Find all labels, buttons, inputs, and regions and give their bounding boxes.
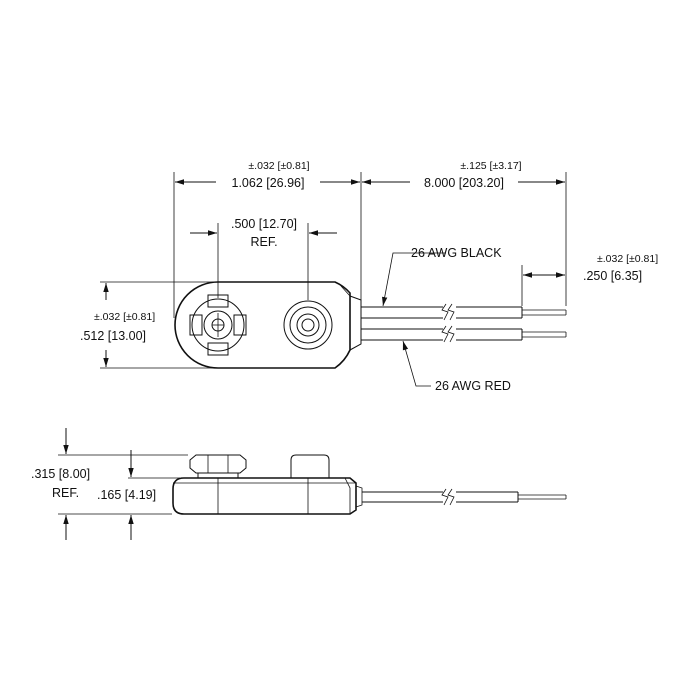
right-terminal <box>283 300 333 350</box>
body-height-value: .165 [4.19] <box>97 488 156 502</box>
lead-length-tolerance: ±.125 [±3.17] <box>460 160 521 172</box>
label-wire-red: 26 AWG RED <box>402 340 511 393</box>
overall-height-value: .315 [8.00] <box>31 467 90 481</box>
overall-height-note: REF. <box>52 486 79 500</box>
wire-black-label: 26 AWG BLACK <box>411 246 502 260</box>
top-view: ±.032 [±0.81] 1.062 [26.96] ±.125 [±3.17… <box>80 160 658 393</box>
dim-connector-width: ±.032 [±0.81] .512 [13.00] <box>80 283 155 367</box>
terminal-spacing-value: .500 [12.70] <box>231 217 297 231</box>
label-wire-black: 26 AWG BLACK <box>382 246 502 307</box>
dim-connector-length: ±.032 [±0.81] 1.062 [26.96] <box>175 160 360 190</box>
left-terminal-side <box>189 454 247 479</box>
dim-body-height: .165 [4.19] <box>97 450 156 540</box>
wire-black-top <box>361 303 567 321</box>
connector-length-value: 1.062 [26.96] <box>232 176 305 190</box>
lead-length-value: 8.000 [203.20] <box>424 176 504 190</box>
connector-body-top <box>174 281 351 369</box>
dim-terminal-spacing: .500 [12.70] REF. <box>190 217 337 249</box>
connector-width-tolerance: ±.032 [±0.81] <box>94 311 155 323</box>
connector-length-tolerance: ±.032 [±0.81] <box>248 160 309 172</box>
dim-lead-length: ±.125 [±3.17] 8.000 [203.20] <box>362 160 565 190</box>
right-terminal-side <box>285 454 335 479</box>
wire-side <box>362 488 567 506</box>
strip-length-tolerance: ±.032 [±0.81] <box>597 253 658 265</box>
terminal-spacing-note: REF. <box>250 235 277 249</box>
side-view: .315 [8.00] REF. .165 [4.19] <box>31 428 567 540</box>
connector-body-side <box>172 477 357 515</box>
dim-strip-length: ±.032 [±0.81] .250 [6.35] <box>523 253 658 283</box>
dim-overall-height: .315 [8.00] REF. <box>31 428 90 540</box>
wire-red-label: 26 AWG RED <box>435 379 511 393</box>
connector-width-value: .512 [13.00] <box>80 329 146 343</box>
strip-length-value: .250 [6.35] <box>583 269 642 283</box>
wire-red-top <box>361 325 567 343</box>
left-terminal <box>189 294 247 356</box>
